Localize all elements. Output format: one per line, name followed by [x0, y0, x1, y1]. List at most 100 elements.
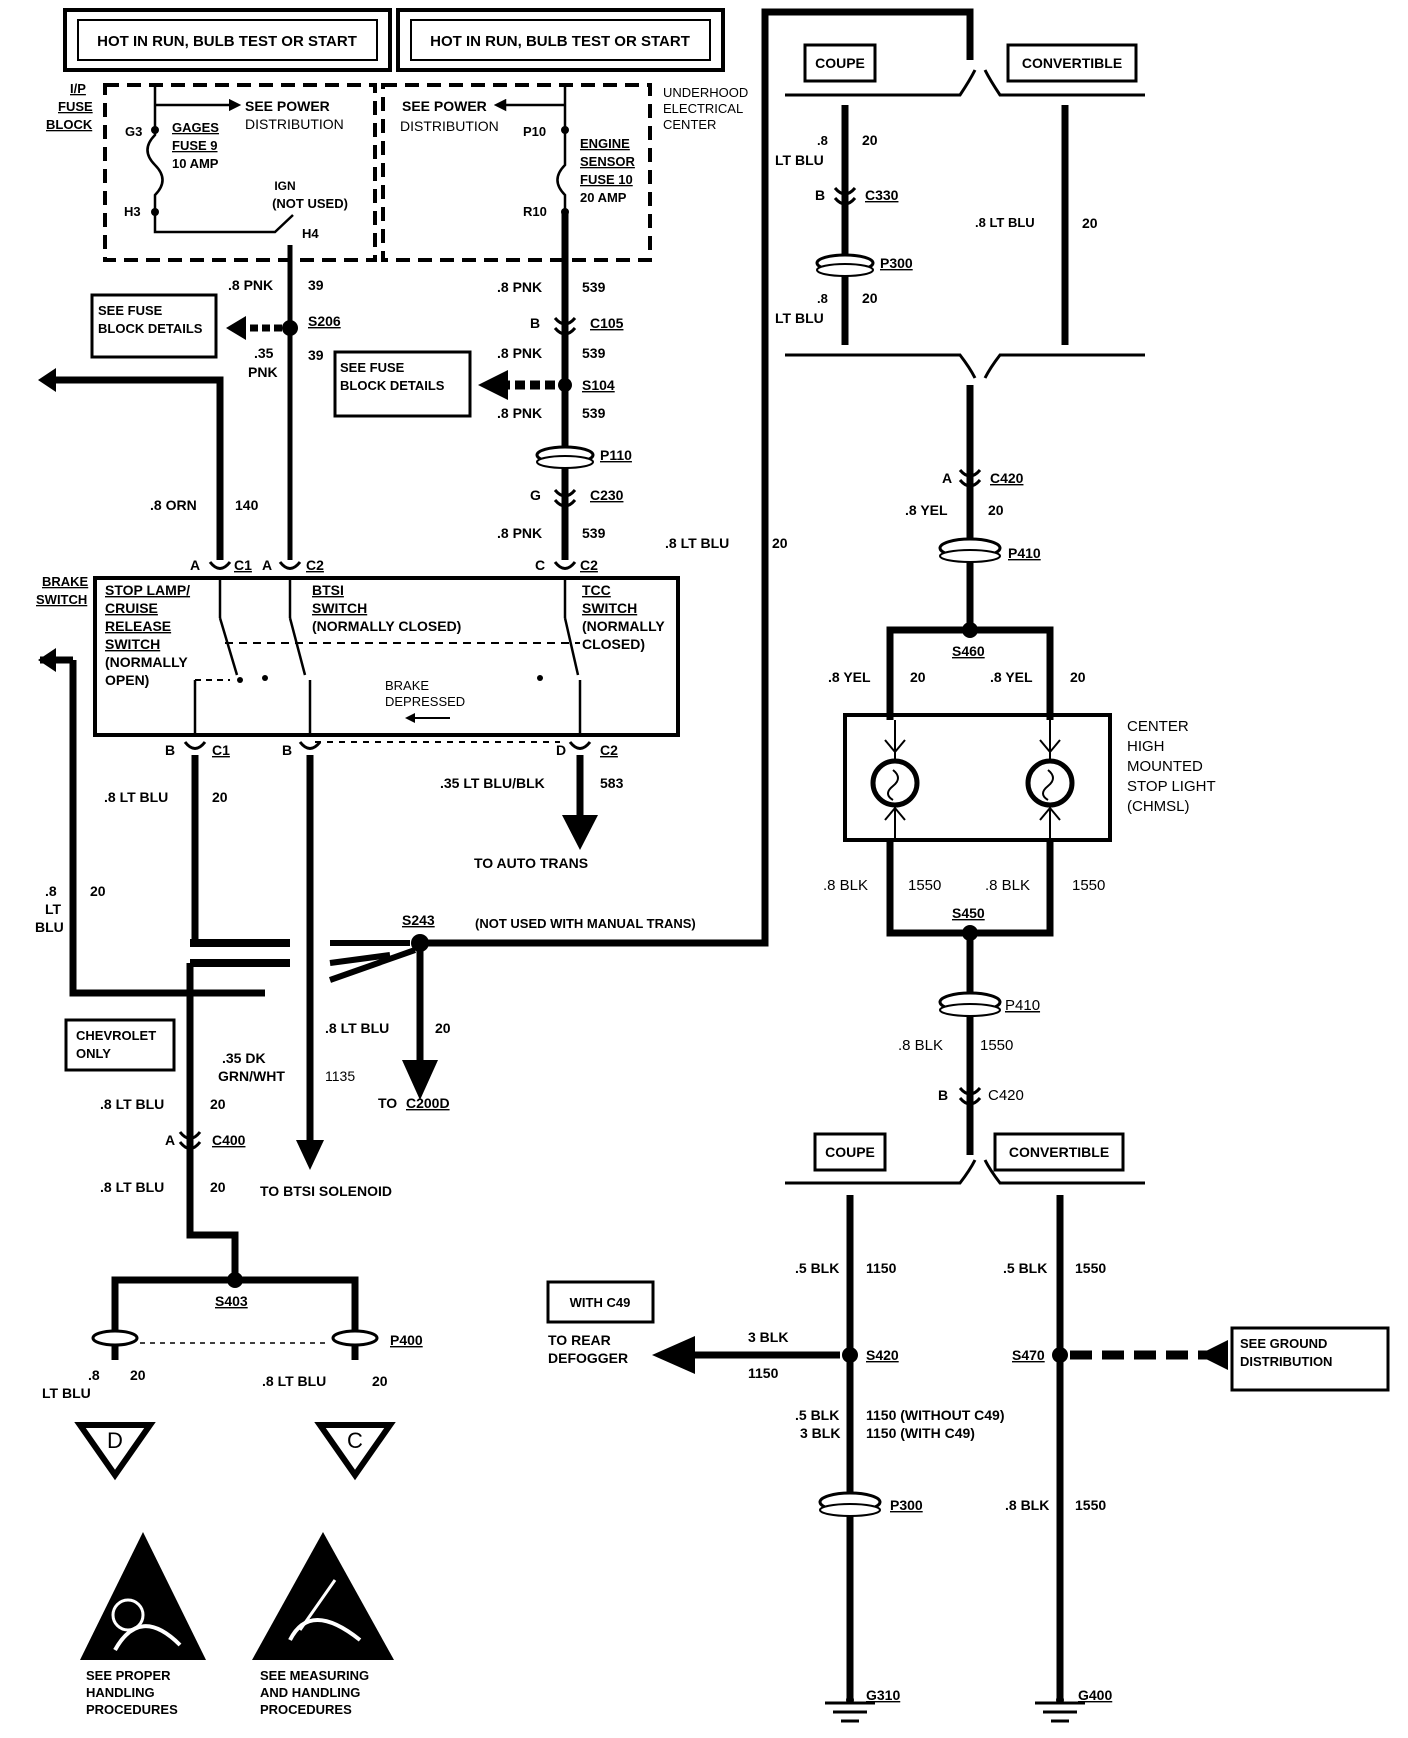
see-fuse-1a: SEE FUSE [98, 303, 163, 318]
conn-c1b: C1 [212, 742, 230, 758]
tcc-2: SWITCH [582, 600, 637, 616]
rb-wo2c: 1150 (WITH C49) [866, 1425, 975, 1441]
chev-1: CHEVROLET [76, 1028, 156, 1043]
c420b-pin: B [938, 1087, 948, 1103]
ll-20a: 20 [212, 789, 228, 805]
s460-label: S460 [952, 643, 985, 659]
p300-bottom: P300 [890, 1497, 923, 1513]
ll-20b: 20 [435, 1020, 451, 1036]
w-pnk-2: PNK [248, 364, 278, 380]
bk-2c: 1550 [1072, 877, 1105, 894]
lower-left-wiring: .8 LT BLU 20 .35 LT BLU/BLK 583 TO AUTO … [42, 8, 974, 1481]
c230-pin: G [530, 487, 541, 503]
btsi-2: SWITCH [312, 600, 367, 616]
eng-sensor-2: SENSOR [580, 154, 636, 169]
c-20: 20 [372, 1373, 388, 1389]
rt-yel-c: 20 [988, 502, 1004, 518]
c420b-label: C420 [988, 1087, 1024, 1104]
connector-c: C [347, 1428, 363, 1453]
conn-c1: C1 [234, 557, 252, 573]
ll-20d: 20 [210, 1179, 226, 1195]
yl-2: .8 YEL [990, 669, 1033, 685]
p110-label: P110 [600, 447, 632, 463]
bk-2: .8 BLK [985, 877, 1030, 894]
c400-label: C400 [212, 1132, 246, 1148]
top-ltblu: .8 LT BLU [665, 535, 729, 551]
rb-wo2: 3 BLK [800, 1425, 840, 1441]
ll-ltblu1: .8 LT BLU [104, 789, 168, 805]
h3-label: H3 [124, 204, 141, 219]
chmsl-4: STOP LIGHT [1127, 778, 1216, 795]
p400-label: P400 [390, 1332, 423, 1348]
rt-20a: 20 [862, 132, 878, 148]
s450-label: S450 [952, 905, 985, 921]
rt-coupe: COUPE [815, 55, 865, 71]
bk-3: .8 BLK [898, 1037, 943, 1054]
rb-r2c: 1550 [1075, 1497, 1106, 1513]
conn-c2: C2 [306, 557, 324, 573]
chmsl-1: CENTER [1127, 718, 1189, 735]
chmsl-2: HIGH [1127, 738, 1165, 755]
chmsl-lamp: CENTER HIGH MOUNTED STOP LIGHT (CHMSL) [843, 713, 1216, 842]
rb-r1: .5 BLK [1003, 1260, 1047, 1276]
loop-20: 20 [90, 883, 106, 899]
ll-ltblublk: .35 LT BLU/BLK [440, 775, 545, 791]
g310-label: G310 [866, 1687, 900, 1703]
banner-left-text: HOT IN RUN, BULB TEST OR START [97, 33, 357, 50]
pnk539-4: .8 PNK [497, 525, 542, 541]
ll-583: 583 [600, 775, 624, 791]
c539-2: 539 [582, 345, 606, 361]
connector-d: D [107, 1428, 123, 1453]
rt-ltblu-a: LT BLU [775, 152, 824, 168]
stop-1: STOP LAMP/ [105, 582, 190, 598]
uh-1: UNDERHOOD [663, 85, 748, 100]
w-39-1: 39 [308, 277, 324, 293]
btsi-solenoid: TO BTSI SOLENOID [260, 1183, 392, 1199]
c420-label: C420 [990, 470, 1024, 486]
rb-l1c: 1150 [866, 1260, 897, 1276]
conn-c2c: C2 [600, 742, 618, 758]
c420-pin: A [942, 470, 952, 486]
pin-d: D [556, 742, 566, 758]
wire-ltblu-loop: .8 LT BLU 20 [35, 648, 265, 997]
stop-4: SWITCH [105, 636, 160, 652]
ll-ltblu4: .8 LT BLU [100, 1179, 164, 1195]
warn-1c: PROCEDURES [86, 1702, 178, 1717]
see-ground-1: SEE GROUND [1240, 1336, 1327, 1351]
loop-08: .8 [45, 883, 57, 899]
uh-3: CENTER [663, 117, 716, 132]
with-c49: WITH C49 [570, 1295, 631, 1310]
tcc-1: TCC [582, 582, 611, 598]
loop-blu: BLU [35, 919, 64, 935]
w-035: .35 [254, 345, 274, 361]
rb-coupe: COUPE [825, 1144, 875, 1160]
yl-2c: 20 [1070, 669, 1086, 685]
wire-orn-140: .8 ORN 140 [38, 368, 259, 560]
power-banner-left: HOT IN RUN, BULB TEST OR START [63, 8, 392, 72]
btsi-3: (NORMALLY CLOSED) [312, 618, 461, 634]
d-ltblu: LT BLU [42, 1385, 91, 1401]
warn-2b: AND HANDLING [260, 1685, 360, 1700]
gages-amp: 10 AMP [172, 156, 219, 171]
pin-b1: B [165, 742, 175, 758]
c105-label: C105 [590, 315, 624, 331]
esd-warning-measuring: SEE MEASURING AND HANDLING PROCEDURES [252, 1532, 394, 1717]
warn-2c: PROCEDURES [260, 1702, 352, 1717]
c400-pin: A [165, 1132, 175, 1148]
rt-08b: .8 [817, 291, 828, 306]
stop-2: CRUISE [105, 600, 158, 616]
see-ground-2: DISTRIBUTION [1240, 1354, 1332, 1369]
dk-1: .35 DK [222, 1050, 266, 1066]
rt-08a: .8 [817, 133, 828, 148]
rb-wo1: .5 BLK [795, 1407, 839, 1423]
top-ltblu-c: 20 [772, 535, 788, 551]
see-power-left: SEE POWER [245, 98, 330, 114]
orn-label: .8 ORN [150, 497, 197, 513]
s403-label: S403 [215, 1293, 248, 1309]
p410-mid: P410 [1005, 997, 1040, 1014]
c330-pin: B [815, 187, 825, 203]
rb-3blk: 3 BLK [748, 1329, 788, 1345]
g3-label: G3 [125, 124, 142, 139]
bk-3c: 1550 [980, 1037, 1013, 1054]
ground-g400-icon [1035, 1701, 1085, 1723]
